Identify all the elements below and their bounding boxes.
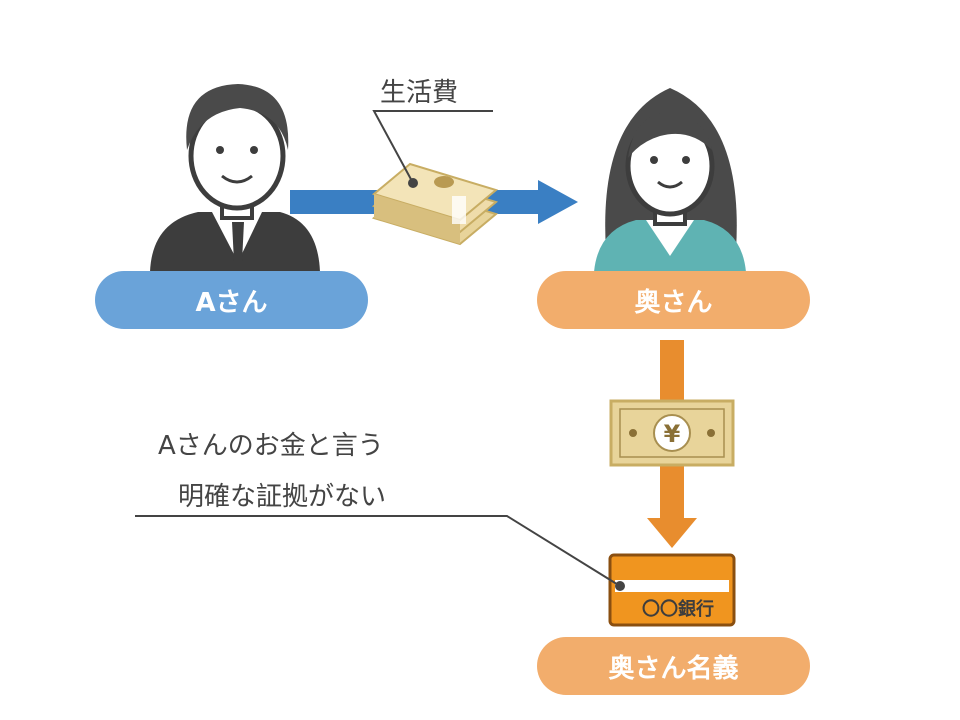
bank-card-text: 〇〇銀行 bbox=[642, 598, 714, 620]
yen-symbol: ¥ bbox=[664, 420, 681, 448]
account-holder-label: 奥さん名義 bbox=[537, 637, 810, 695]
note-line-1: Aさんのお金と言う bbox=[158, 431, 384, 461]
person-a-text: Aさん bbox=[195, 287, 268, 318]
banknote-icon: ¥ bbox=[609, 399, 735, 467]
money-bundle-icon bbox=[371, 162, 499, 246]
bank-card-icon: 〇〇銀行 bbox=[608, 553, 736, 627]
person-a-label: Aさん bbox=[95, 271, 368, 329]
account-holder-text: 奥さん名義 bbox=[608, 653, 739, 684]
living-expense-label: 生活費 bbox=[380, 78, 459, 108]
note-line-2: 明確な証拠がない bbox=[178, 482, 387, 512]
note-leader-line bbox=[135, 515, 625, 591]
living-expense-leader-line bbox=[372, 110, 493, 188]
person-wife-label: 奥さん bbox=[537, 271, 810, 329]
man-avatar-icon bbox=[150, 84, 320, 272]
woman-avatar-icon bbox=[594, 88, 746, 272]
person-wife-text: 奥さん bbox=[634, 287, 713, 318]
